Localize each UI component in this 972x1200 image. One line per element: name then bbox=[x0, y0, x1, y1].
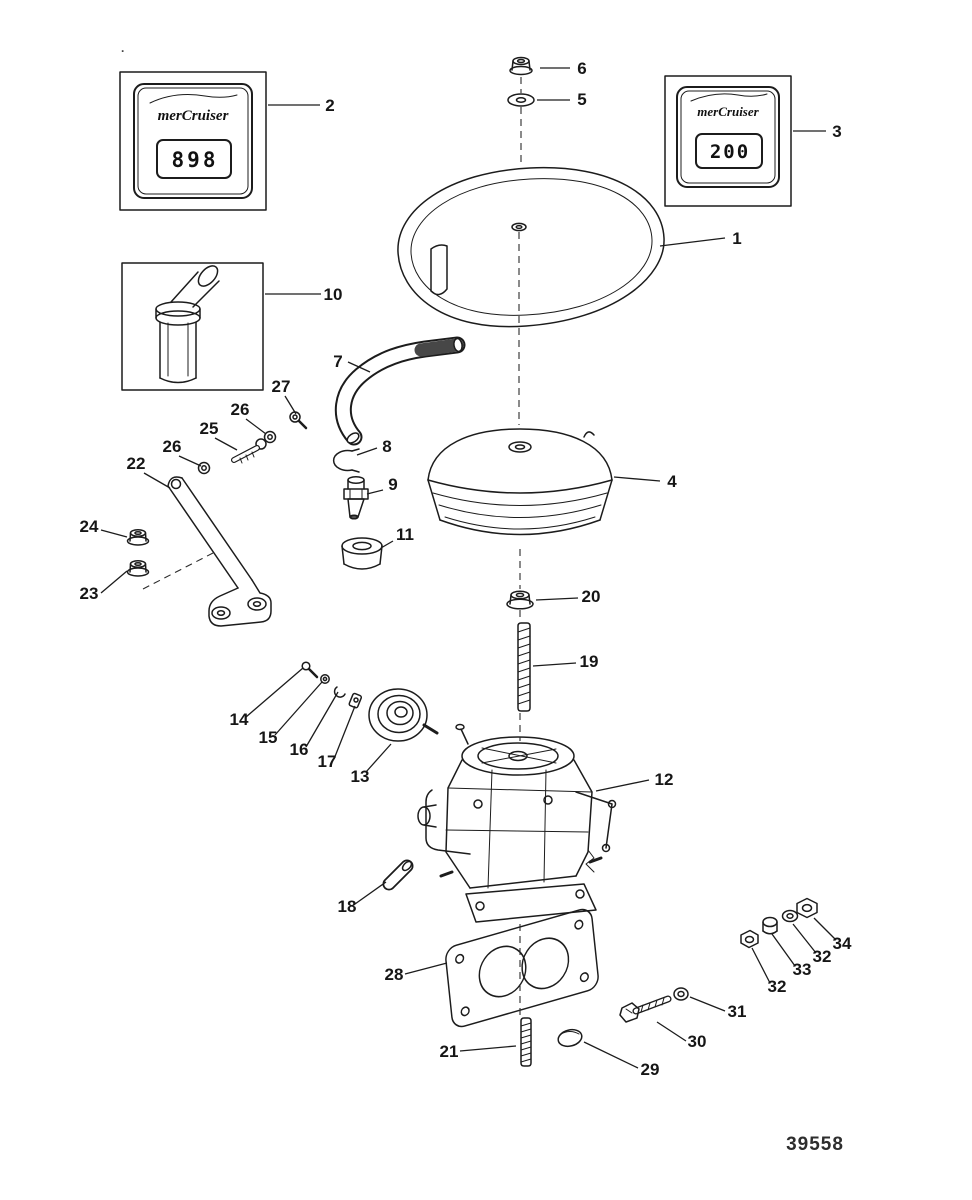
callout-22: 22 bbox=[127, 454, 146, 473]
callout-21: 21 bbox=[440, 1042, 459, 1061]
part-nut-20 bbox=[506, 590, 534, 610]
decal-texts: merCruiser 898 merCruiser 200 bbox=[158, 104, 760, 172]
callouts: 6 5 2 3 1 10 7 27 26 25 26 22 8 9 4 11 2… bbox=[80, 59, 852, 1079]
callout-26-upper: 26 bbox=[231, 400, 250, 419]
part-washer-32-upper bbox=[781, 909, 799, 923]
callout-6: 6 bbox=[577, 59, 586, 78]
part-hose-7 bbox=[334, 336, 466, 446]
part-screw-30 bbox=[619, 995, 672, 1023]
callout-5: 5 bbox=[577, 90, 586, 109]
part-sleeve-18 bbox=[382, 859, 414, 891]
callout-16: 16 bbox=[290, 740, 309, 759]
decal-898-model: 898 bbox=[172, 148, 219, 172]
part-plug-29 bbox=[557, 1028, 583, 1048]
part-stud-21 bbox=[520, 1017, 532, 1067]
corner-mark: . bbox=[121, 41, 124, 55]
callout-17: 17 bbox=[318, 752, 337, 771]
part-nut-24 bbox=[126, 529, 150, 546]
callout-18: 18 bbox=[338, 897, 357, 916]
callout-31: 31 bbox=[728, 1002, 747, 1021]
callout-15: 15 bbox=[259, 728, 278, 747]
callout-7: 7 bbox=[333, 352, 342, 371]
part-washer-5 bbox=[507, 93, 535, 107]
part-decal-898 bbox=[119, 71, 267, 211]
callout-2: 2 bbox=[325, 96, 334, 115]
callout-12: 12 bbox=[655, 770, 674, 789]
callout-33: 33 bbox=[793, 960, 812, 979]
callout-34: 34 bbox=[833, 934, 852, 953]
leader-lines bbox=[100, 67, 837, 1069]
callout-9: 9 bbox=[388, 475, 397, 494]
decal-898-brand: merCruiser bbox=[158, 108, 229, 124]
part-flame-arrestor-4 bbox=[427, 428, 613, 536]
part-washer-26-upper bbox=[263, 430, 277, 444]
part-screw-25 bbox=[231, 438, 267, 464]
diagram-artwork bbox=[119, 56, 818, 1067]
part-stud-19 bbox=[517, 622, 531, 712]
callout-27: 27 bbox=[272, 377, 291, 396]
part-spacer-33 bbox=[762, 916, 778, 935]
part-washer-15 bbox=[320, 674, 330, 684]
part-nut-6 bbox=[509, 56, 533, 76]
part-gasket-28 bbox=[445, 908, 599, 1028]
callout-26-lower: 26 bbox=[163, 437, 182, 456]
part-nut-23 bbox=[126, 560, 150, 577]
part-decal-200 bbox=[664, 75, 792, 207]
callout-20: 20 bbox=[582, 587, 601, 606]
part-carburetor-12 bbox=[417, 723, 617, 923]
part-bracket-22 bbox=[167, 476, 272, 627]
center-lines bbox=[142, 77, 522, 1015]
decal-200-brand: merCruiser bbox=[697, 104, 759, 119]
part-washer-26-lower bbox=[197, 461, 211, 475]
part-screw-14 bbox=[301, 661, 319, 679]
decal-200-model: 200 bbox=[710, 141, 750, 163]
callout-11: 11 bbox=[396, 525, 414, 544]
part-nut-27 bbox=[289, 411, 308, 430]
callout-1: 1 bbox=[732, 229, 741, 248]
callout-10: 10 bbox=[324, 285, 343, 304]
drawing-number: 39558 bbox=[786, 1134, 844, 1155]
part-washer-31 bbox=[673, 987, 689, 1001]
callout-13: 13 bbox=[351, 767, 370, 786]
part-elbow-10 bbox=[121, 262, 264, 391]
callout-4: 4 bbox=[667, 472, 677, 491]
part-fitting-9 bbox=[343, 476, 369, 520]
part-washer-32-lower bbox=[740, 929, 759, 949]
part-clamp-8 bbox=[332, 448, 360, 473]
part-bracket-clip-17 bbox=[348, 692, 363, 709]
callout-3: 3 bbox=[832, 122, 841, 141]
callout-30: 30 bbox=[688, 1032, 707, 1051]
callout-24: 24 bbox=[80, 517, 99, 536]
callout-25: 25 bbox=[200, 419, 219, 438]
callout-14: 14 bbox=[230, 710, 249, 729]
part-grommet-11 bbox=[341, 537, 383, 570]
part-choke-cover-13 bbox=[368, 688, 439, 742]
callout-32-lower: 32 bbox=[768, 977, 787, 996]
callout-28: 28 bbox=[385, 965, 404, 984]
callout-19: 19 bbox=[580, 652, 599, 671]
part-nut-34 bbox=[796, 897, 818, 919]
callout-8: 8 bbox=[382, 437, 391, 456]
callout-23: 23 bbox=[80, 584, 99, 603]
callout-32-upper: 32 bbox=[813, 947, 832, 966]
part-cover-1 bbox=[397, 166, 665, 328]
callout-29: 29 bbox=[641, 1060, 660, 1079]
